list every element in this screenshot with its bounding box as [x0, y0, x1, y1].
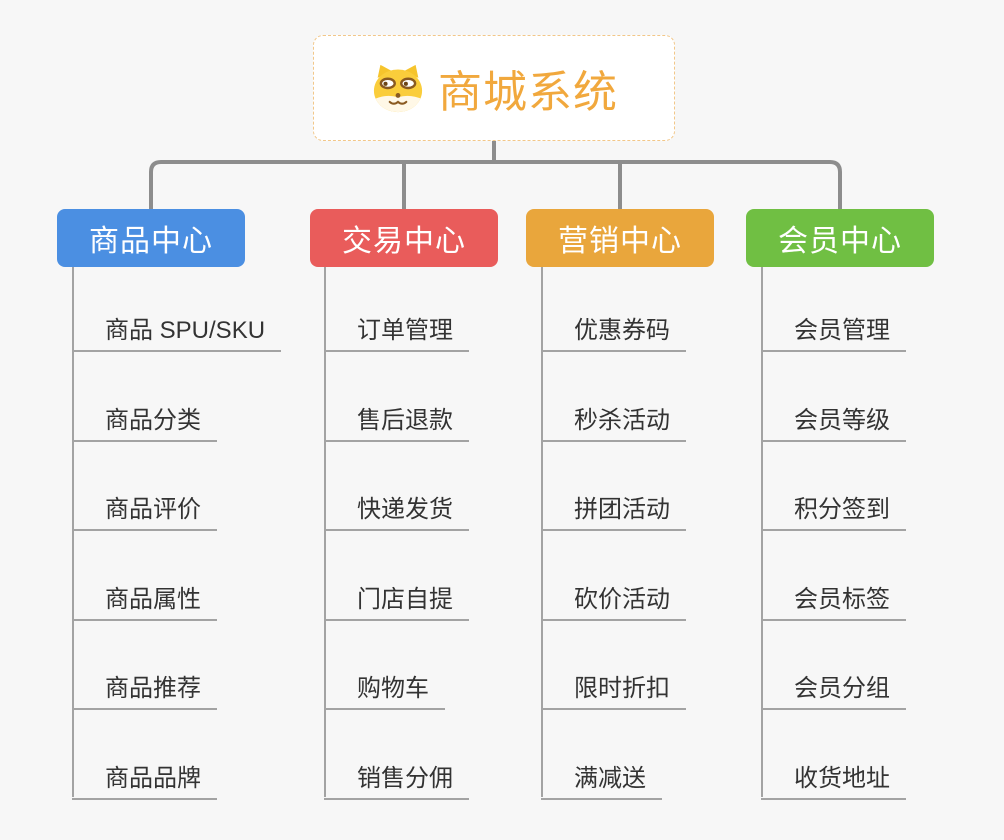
leaf-node[interactable]: 拼团活动 — [541, 496, 686, 531]
leaf-node[interactable]: 会员管理 — [761, 317, 906, 352]
leaf-node[interactable]: 商品属性 — [72, 586, 217, 621]
leaf-node[interactable]: 砍价活动 — [541, 586, 686, 621]
leaf-node[interactable]: 商品推荐 — [72, 675, 217, 710]
branch-node-products[interactable]: 商品中心 — [57, 209, 245, 267]
branch-label: 交易中心 — [342, 225, 466, 258]
leaf-node[interactable]: 快递发货 — [324, 496, 469, 531]
leaf-column-marketing: 优惠券码 秒杀活动 拼团活动 砍价活动 限时折扣 满减送 — [541, 267, 686, 800]
leaf-column-trade: 订单管理 售后退款 快递发货 门店自提 购物车 销售分佣 — [324, 267, 469, 800]
leaf-column-member: 会员管理 会员等级 积分签到 会员标签 会员分组 收货地址 — [761, 267, 906, 800]
leaf-node[interactable]: 商品评价 — [72, 496, 217, 531]
connector-bus — [149, 160, 842, 209]
leaf-node[interactable]: 销售分佣 — [324, 765, 469, 800]
leaf-node[interactable]: 积分签到 — [761, 496, 906, 531]
leaf-node[interactable]: 收货地址 — [761, 765, 906, 800]
branch-node-trade[interactable]: 交易中心 — [310, 209, 498, 267]
branch-label: 商品中心 — [89, 225, 213, 258]
leaf-node[interactable]: 商品品牌 — [72, 765, 217, 800]
branch-label: 营销中心 — [558, 225, 682, 258]
leaf-node[interactable]: 会员分组 — [761, 675, 906, 710]
dog-face-icon — [373, 64, 423, 113]
leaf-node[interactable]: 订单管理 — [324, 317, 469, 352]
leaf-node[interactable]: 优惠券码 — [541, 317, 686, 352]
leaf-node[interactable]: 限时折扣 — [541, 675, 686, 710]
leaf-column-products: 商品 SPU/SKU 商品分类 商品评价 商品属性 商品推荐 商品品牌 — [72, 267, 282, 800]
leaf-node[interactable]: 会员等级 — [761, 407, 906, 442]
branch-node-marketing[interactable]: 营销中心 — [526, 209, 714, 267]
leaf-node[interactable]: 商品分类 — [72, 407, 217, 442]
leaf-node[interactable]: 满减送 — [541, 765, 662, 800]
leaf-node[interactable]: 购物车 — [324, 675, 445, 710]
branch-label: 会员中心 — [778, 225, 902, 258]
leaf-node[interactable]: 售后退款 — [324, 407, 469, 442]
leaf-node[interactable]: 商品 SPU/SKU — [72, 317, 282, 352]
leaf-node[interactable]: 门店自提 — [324, 586, 469, 621]
root-node-title: 商城系统 — [438, 68, 618, 117]
branch-node-member[interactable]: 会员中心 — [746, 209, 934, 267]
leaf-node[interactable]: 秒杀活动 — [541, 407, 686, 442]
leaf-node[interactable]: 会员标签 — [761, 586, 906, 621]
root-node-mall-system[interactable]: 商城系统 — [313, 35, 675, 141]
